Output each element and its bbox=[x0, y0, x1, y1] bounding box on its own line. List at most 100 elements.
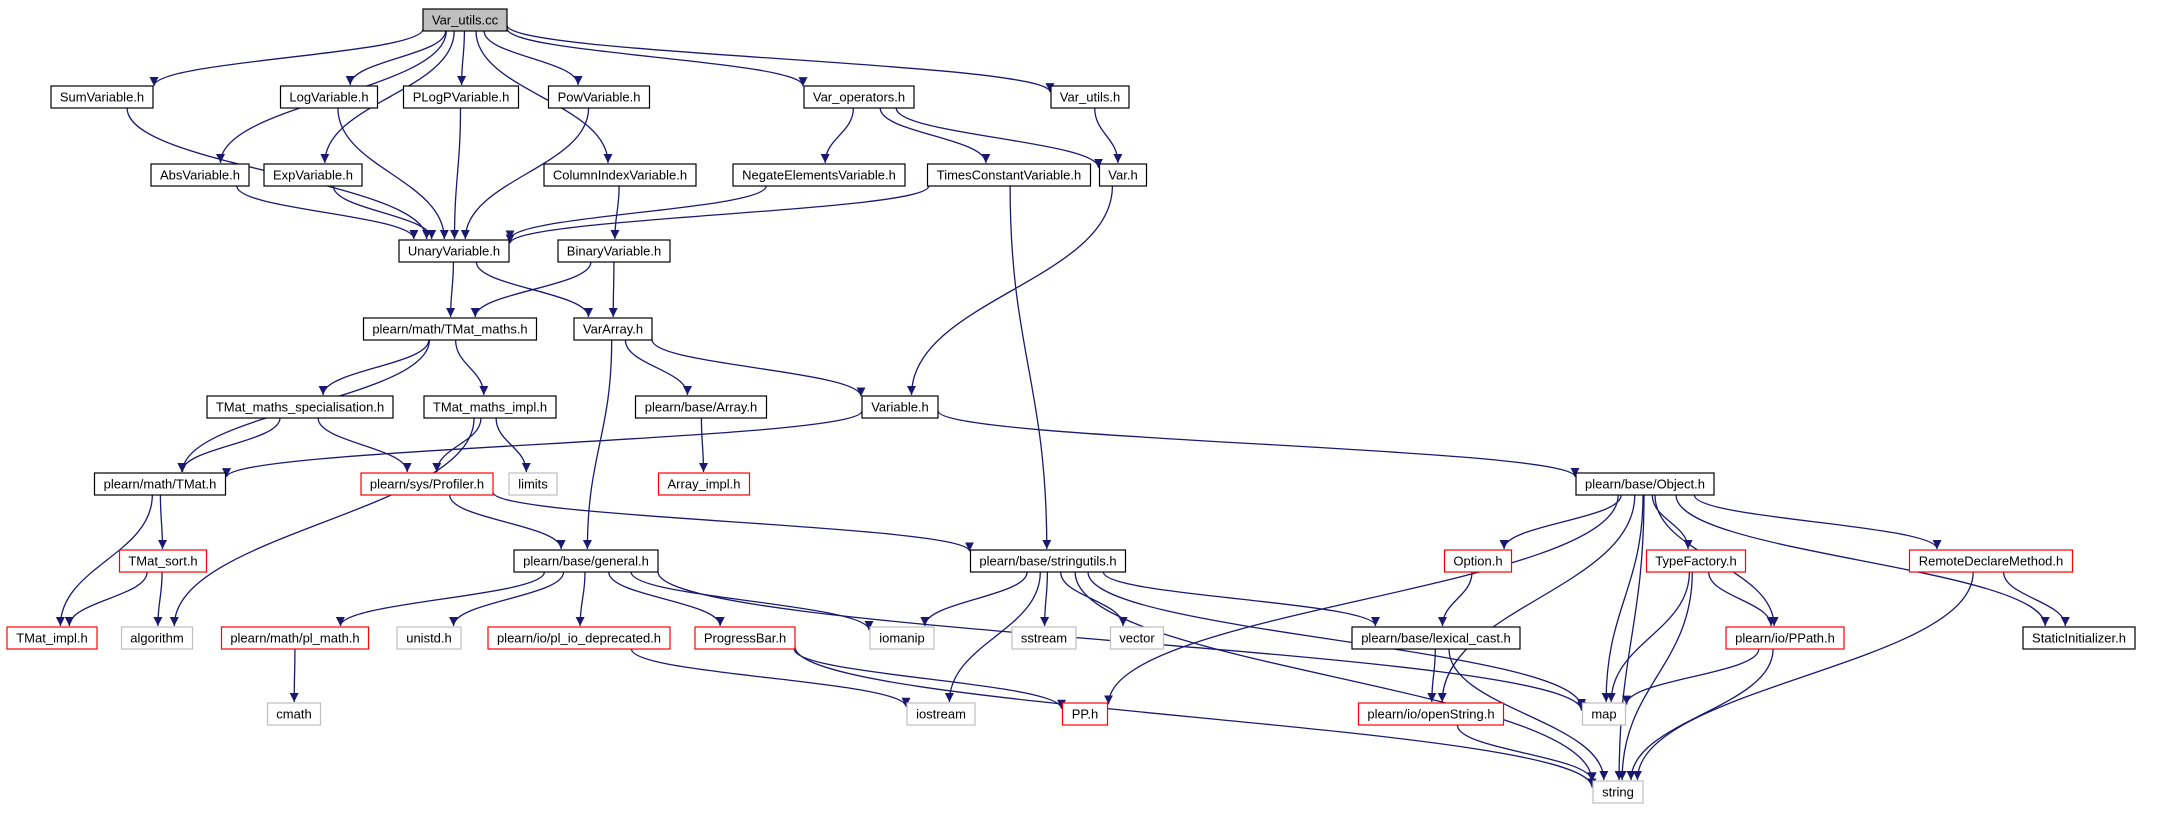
node-box-pp_h bbox=[1061, 702, 1109, 726]
node-tmat_maths_spec[interactable]: TMat_maths_specialisation.h bbox=[206, 395, 394, 419]
node-object_h[interactable]: plearn/base/Object.h bbox=[1575, 472, 1715, 496]
node-label-general_h: plearn/base/general.h bbox=[523, 554, 649, 569]
node-typefactory[interactable]: TypeFactory.h bbox=[1645, 549, 1747, 573]
node-box-variable_h bbox=[861, 395, 939, 419]
node-binaryvariable[interactable]: BinaryVariable.h bbox=[557, 239, 671, 263]
node-profiler[interactable]: plearn/sys/Profiler.h bbox=[360, 472, 494, 496]
edge-var_operators-to-timesconstantvariable bbox=[879, 107, 991, 164]
node-lexical_cast[interactable]: plearn/base/lexical_cast.h bbox=[1351, 626, 1521, 650]
edge-stringutils-to-lexical_cast bbox=[1102, 571, 1380, 627]
edge-remotedeclare-to-string bbox=[1632, 571, 1974, 781]
node-tmat_h[interactable]: plearn/math/TMat.h bbox=[93, 472, 227, 496]
node-label-algorithm: algorithm bbox=[130, 631, 183, 646]
node-sstream[interactable]: sstream bbox=[1011, 626, 1077, 650]
node-box-array_impl bbox=[657, 472, 751, 496]
node-box-tmat_maths_impl bbox=[423, 395, 557, 419]
edge-object_h-to-openstring bbox=[1437, 494, 1636, 703]
edge-general_h-to-iomanip bbox=[630, 571, 874, 631]
edge-object_h-to-map bbox=[1601, 494, 1644, 703]
edge-progressbar-to-string bbox=[794, 646, 1597, 788]
edge-profiler-to-general_h bbox=[449, 494, 566, 550]
node-box-var_h bbox=[1098, 163, 1148, 187]
node-powvariable[interactable]: PowVariable.h bbox=[547, 85, 651, 109]
node-sumvariable[interactable]: SumVariable.h bbox=[50, 85, 154, 109]
node-tmat_sort[interactable]: TMat_sort.h bbox=[118, 549, 208, 573]
node-absvariable[interactable]: AbsVariable.h bbox=[150, 163, 250, 187]
node-box-tmat_h bbox=[93, 472, 227, 496]
node-label-vector: vector bbox=[1119, 631, 1155, 646]
node-variable_h[interactable]: Variable.h bbox=[861, 395, 939, 419]
node-general_h[interactable]: plearn/base/general.h bbox=[513, 549, 659, 573]
edge-stringutils-to-vector bbox=[1060, 571, 1128, 627]
node-box-tmat_impl bbox=[6, 626, 98, 650]
node-expvariable[interactable]: ExpVariable.h bbox=[263, 163, 363, 187]
node-staticinit[interactable]: StaticInitializer.h bbox=[2022, 626, 2136, 650]
node-box-pl_math bbox=[220, 626, 370, 650]
node-logvariable[interactable]: LogVariable.h bbox=[279, 85, 379, 109]
node-pp_h[interactable]: PP.h bbox=[1061, 702, 1109, 726]
node-label-limits: limits bbox=[518, 477, 548, 492]
edge-absvariable-to-unaryvariable bbox=[236, 185, 419, 240]
edge-profiler-to-stringutils bbox=[492, 491, 974, 552]
node-stringutils[interactable]: plearn/base/stringutils.h bbox=[969, 549, 1127, 573]
edge-pl_io_deprecated-to-iostream bbox=[630, 648, 911, 707]
node-label-sumvariable: SumVariable.h bbox=[60, 90, 144, 105]
node-tmat_maths[interactable]: plearn/math/TMat_maths.h bbox=[362, 317, 538, 341]
node-base_array[interactable]: plearn/base/Array.h bbox=[634, 395, 768, 419]
node-label-iomanip: iomanip bbox=[879, 631, 925, 646]
node-unistd[interactable]: unistd.h bbox=[396, 626, 462, 650]
node-label-powvariable: PowVariable.h bbox=[558, 90, 641, 105]
node-box-remotedeclare bbox=[1908, 549, 2074, 573]
node-string[interactable]: string bbox=[1592, 780, 1644, 804]
node-progressbar[interactable]: ProgressBar.h bbox=[694, 626, 796, 650]
node-limits[interactable]: limits bbox=[508, 472, 558, 496]
node-box-algorithm bbox=[120, 626, 194, 650]
node-box-cmath bbox=[266, 702, 322, 726]
edge-lexical_cast-to-string bbox=[1448, 648, 1609, 781]
node-iomanip[interactable]: iomanip bbox=[869, 626, 935, 650]
node-box-lexical_cast bbox=[1351, 626, 1521, 650]
node-label-map: map bbox=[1591, 707, 1616, 722]
node-box-ppath bbox=[1725, 626, 1845, 650]
node-box-var_operators bbox=[803, 85, 915, 109]
node-var_utils_h[interactable]: Var_utils.h bbox=[1050, 85, 1130, 109]
edge-var_utils_h-to-var_h bbox=[1094, 107, 1123, 164]
node-openstring[interactable]: plearn/io/openString.h bbox=[1357, 702, 1505, 726]
node-negateelementsvariable[interactable]: NegateElementsVariable.h bbox=[732, 163, 906, 187]
node-pl_io_deprecated[interactable]: plearn/io/pl_io_deprecated.h bbox=[487, 626, 671, 650]
node-map[interactable]: map bbox=[1581, 702, 1627, 726]
node-algorithm[interactable]: algorithm bbox=[120, 626, 194, 650]
node-box-object_h bbox=[1575, 472, 1715, 496]
node-box-openstring bbox=[1357, 702, 1505, 726]
node-columnindexvariable[interactable]: ColumnIndexVariable.h bbox=[543, 163, 697, 187]
node-vector[interactable]: vector bbox=[1109, 626, 1165, 650]
edge-var_utils_cc-to-var_operators bbox=[506, 27, 808, 87]
node-label-variable_h: Variable.h bbox=[871, 400, 929, 415]
node-label-openstring: plearn/io/openString.h bbox=[1367, 707, 1494, 722]
node-box-limits bbox=[508, 472, 558, 496]
node-plogpvariable[interactable]: PLogPVariable.h bbox=[402, 85, 520, 109]
edge-timesconstantvariable-to-unaryvariable bbox=[505, 185, 930, 244]
node-var_h[interactable]: Var.h bbox=[1098, 163, 1148, 187]
node-option_h[interactable]: Option.h bbox=[1443, 549, 1513, 573]
node-var_operators[interactable]: Var_operators.h bbox=[803, 85, 915, 109]
node-array_impl[interactable]: Array_impl.h bbox=[657, 472, 751, 496]
node-box-absvariable bbox=[150, 163, 250, 187]
node-label-tmat_maths_impl: TMat_maths_impl.h bbox=[433, 400, 547, 415]
node-var_utils_cc[interactable]: Var_utils.cc bbox=[422, 8, 508, 32]
node-unaryvariable[interactable]: UnaryVariable.h bbox=[398, 239, 510, 263]
node-pl_math[interactable]: plearn/math/pl_math.h bbox=[220, 626, 370, 650]
node-ppath[interactable]: plearn/io/PPath.h bbox=[1725, 626, 1845, 650]
node-box-binaryvariable bbox=[557, 239, 671, 263]
edge-var_utils_cc-to-columnindexvariable bbox=[475, 30, 613, 164]
node-timesconstantvariable[interactable]: TimesConstantVariable.h bbox=[926, 163, 1092, 187]
node-iostream[interactable]: iostream bbox=[906, 702, 976, 726]
node-vararray[interactable]: VarArray.h bbox=[573, 317, 653, 341]
node-cmath[interactable]: cmath bbox=[266, 702, 322, 726]
node-remotedeclare[interactable]: RemoteDeclareMethod.h bbox=[1908, 549, 2074, 573]
edge-tmat_maths_spec-to-profiler bbox=[317, 417, 412, 473]
node-tmat_impl[interactable]: TMat_impl.h bbox=[6, 626, 98, 650]
node-tmat_maths_impl[interactable]: TMat_maths_impl.h bbox=[423, 395, 557, 419]
node-box-expvariable bbox=[263, 163, 363, 187]
node-label-var_utils_h: Var_utils.h bbox=[1060, 90, 1120, 105]
